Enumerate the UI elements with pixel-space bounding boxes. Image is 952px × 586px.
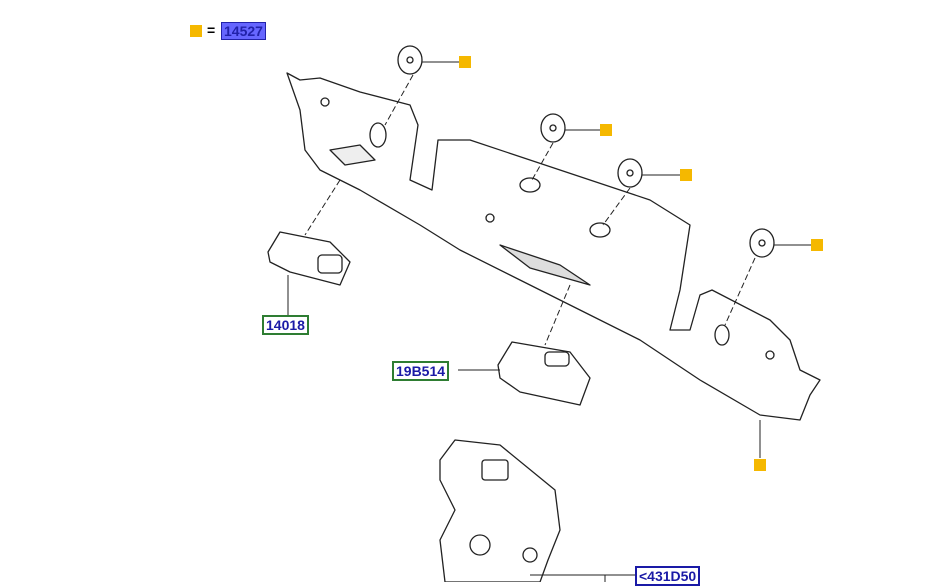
fastener-marker-icon[interactable] [754, 459, 766, 471]
legend-equals: = [207, 22, 216, 38]
callout-19B514[interactable]: 19B514 [392, 361, 450, 381]
grommet [397, 45, 775, 258]
switch-19B514 [497, 341, 591, 406]
legend-part-number-link[interactable]: 14527 [221, 22, 266, 40]
fastener-marker-icon[interactable] [680, 169, 692, 181]
fastener-marker-icon[interactable] [459, 56, 471, 68]
fastener-marker-icon[interactable] [600, 124, 612, 136]
bracket-panel [286, 72, 821, 421]
callout-14018[interactable]: 14018 [262, 315, 309, 335]
fastener-legend-marker-icon [190, 25, 202, 37]
callout-431D50[interactable]: <431D50 [635, 566, 701, 586]
fastener-marker-icon[interactable] [811, 239, 823, 251]
